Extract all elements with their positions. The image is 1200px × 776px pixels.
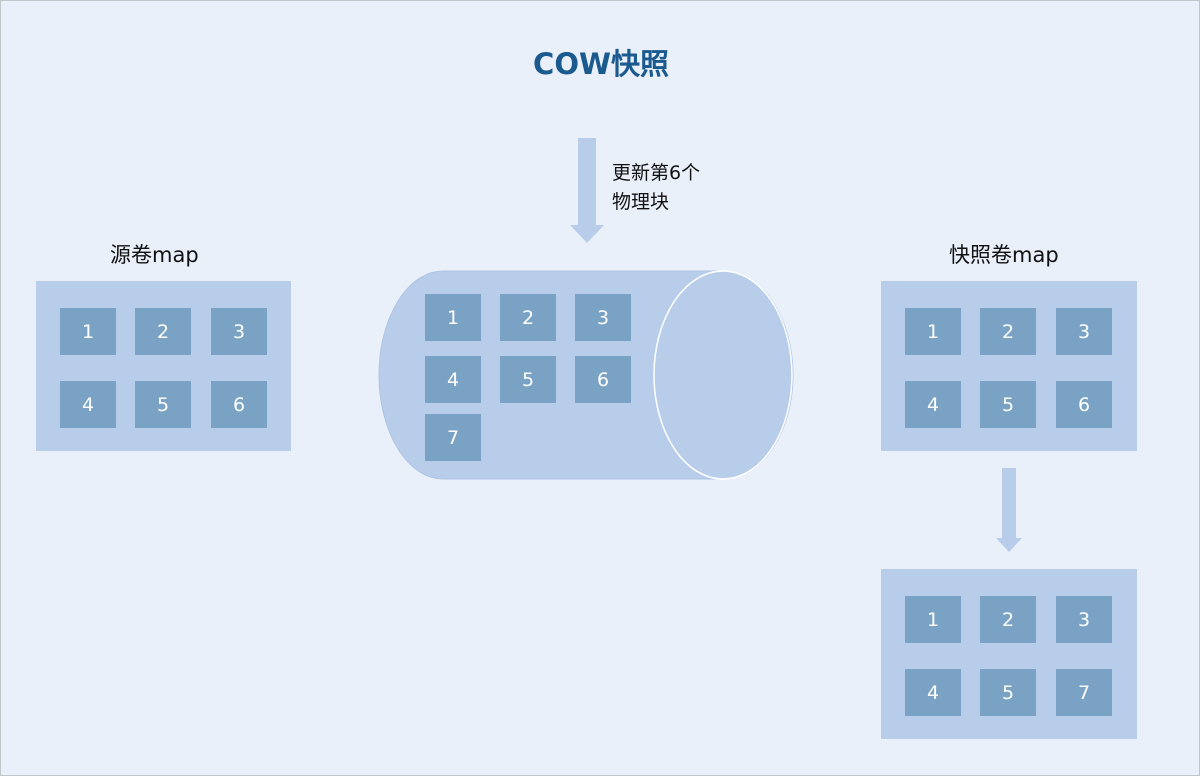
- source-block: 5: [135, 381, 191, 428]
- volume-block: 4: [425, 356, 481, 403]
- source-map-panel: 1 2 3 4 5 6: [36, 281, 291, 451]
- snapshot-map-label: 快照卷map: [949, 243, 1059, 267]
- snapshot-map-after-panel: 1 2 3 4 5 7: [881, 569, 1137, 739]
- update-arrow-icon: [570, 138, 604, 243]
- snapshot-block: 2: [980, 308, 1036, 355]
- source-block: 3: [211, 308, 267, 355]
- snapshot-block: 6: [1056, 381, 1112, 428]
- source-block: 6: [211, 381, 267, 428]
- update-note-line2: 物理块: [612, 191, 670, 213]
- volume-block: 5: [500, 356, 556, 403]
- snapshot-after-block: 2: [980, 596, 1036, 643]
- snapshot-after-block: 3: [1056, 596, 1112, 643]
- volume-block: 7: [425, 414, 481, 461]
- volume-block: 6: [575, 356, 631, 403]
- snapshot-block: 4: [905, 381, 961, 428]
- page-title: COW快照: [533, 47, 669, 81]
- snapshot-block: 1: [905, 308, 961, 355]
- source-map-label: 源卷map: [110, 243, 199, 267]
- source-block: 1: [60, 308, 116, 355]
- source-block: 4: [60, 381, 116, 428]
- snapshot-map-panel: 1 2 3 4 5 6: [881, 281, 1137, 451]
- snapshot-after-block: 7: [1056, 669, 1112, 716]
- update-note: 更新第6个 物理块: [612, 159, 700, 217]
- volume-block: 3: [575, 294, 631, 341]
- volume-block: 1: [425, 294, 481, 341]
- snapshot-after-block: 4: [905, 669, 961, 716]
- volume-block: 2: [500, 294, 556, 341]
- snapshot-arrow-icon: [996, 468, 1022, 552]
- snapshot-after-block: 1: [905, 596, 961, 643]
- source-block: 2: [135, 308, 191, 355]
- snapshot-block: 3: [1056, 308, 1112, 355]
- snapshot-block: 5: [980, 381, 1036, 428]
- snapshot-after-block: 5: [980, 669, 1036, 716]
- update-note-line1: 更新第6个: [612, 162, 701, 184]
